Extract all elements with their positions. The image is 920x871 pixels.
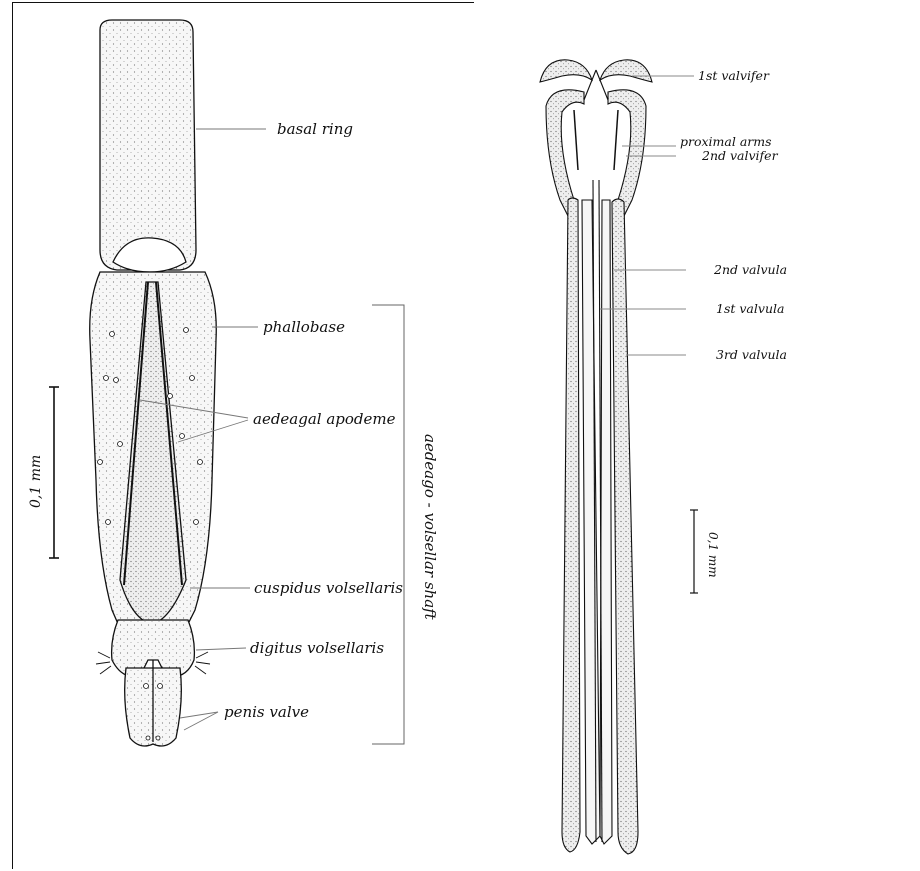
left-scale-label: 0,1 mm	[28, 455, 44, 508]
label-penis-valve: penis valve	[224, 703, 309, 721]
right-scale-label: 0,1 mm	[706, 532, 720, 578]
label-cuspidus-volsellaris: cuspidus volsellaris	[254, 579, 403, 597]
label-basal-ring: basal ring	[277, 120, 353, 138]
label-proximal-arms: proximal arms	[680, 134, 772, 149]
label-shaft-bracket: aedeago - volsellar shaft	[421, 434, 439, 621]
shaft-bracket	[372, 305, 404, 744]
first-valvifer-right	[600, 60, 652, 82]
basal-ring-shape	[100, 20, 196, 270]
label-first-valvifer: 1st valvifer	[698, 68, 770, 83]
label-phallobase: phallobase	[263, 318, 345, 336]
first-valvifer-left	[540, 60, 592, 82]
ovipositor-drawing	[540, 60, 652, 854]
label-aedeagal-apodeme: aedeagal apodeme	[253, 410, 396, 428]
label-second-valvifer: 2nd valvifer	[701, 148, 779, 163]
label-digitus-volsellaris: digitus volsellaris	[250, 639, 384, 657]
label-third-valvula: 3rd valvula	[716, 347, 787, 362]
label-first-valvula: 1st valvula	[716, 301, 784, 316]
label-second-valvula: 2nd valvula	[713, 262, 787, 277]
second-valvula	[582, 200, 600, 844]
third-valvula-left	[562, 198, 580, 852]
third-valvula-right	[612, 199, 638, 854]
right-scale-bar	[690, 510, 698, 593]
left-scale-bar	[49, 387, 59, 558]
